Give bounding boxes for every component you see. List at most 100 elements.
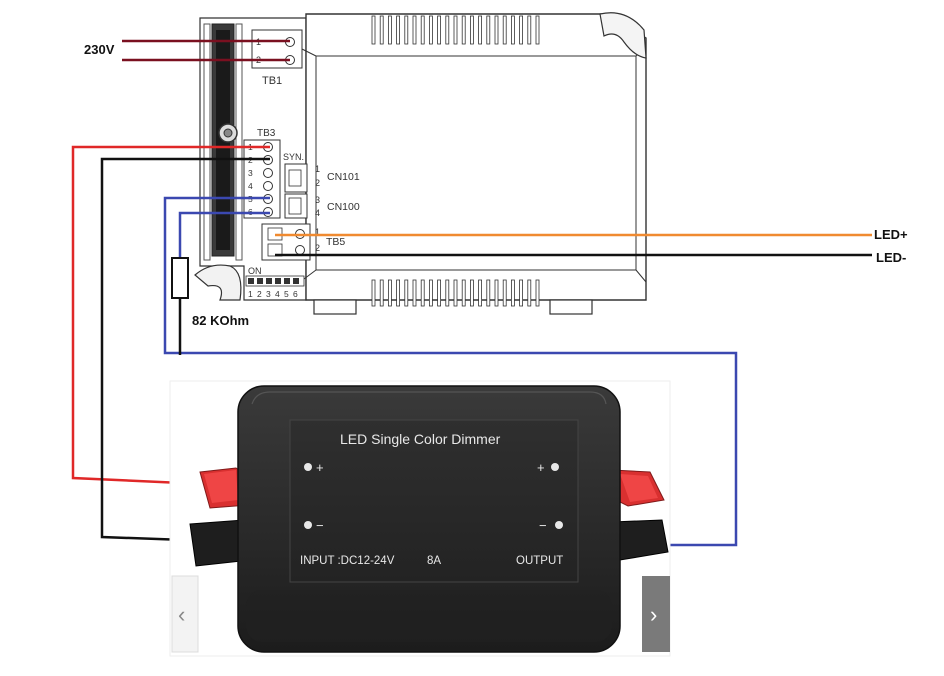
blue-wire xyxy=(163,196,738,547)
vent-slot xyxy=(428,15,433,45)
vent-slot xyxy=(478,15,483,45)
vent-slot xyxy=(510,279,515,307)
output-plus-sign: + xyxy=(537,460,545,475)
vent-slot xyxy=(519,279,523,307)
dip-pin-5: 5 xyxy=(284,289,289,299)
vent-slot xyxy=(469,15,474,45)
cn100-label: CN100 xyxy=(327,201,360,213)
dip-pin-3: 3 xyxy=(266,289,271,299)
vent-slot xyxy=(371,15,376,45)
vent-slot xyxy=(387,279,392,307)
tb3-pin-3: 3 xyxy=(248,168,253,178)
tb1-label: TB1 xyxy=(262,75,282,87)
cn100-pin-4: 4 xyxy=(315,208,320,218)
tb5-pin-1: 1 xyxy=(315,227,320,237)
vent-slot xyxy=(437,15,442,45)
led-plus-label: LED+ xyxy=(874,227,908,242)
vent-slot xyxy=(469,279,474,307)
vent-slot xyxy=(412,279,417,307)
cn100-pin-3: 3 xyxy=(315,195,320,205)
dip-pin-2: 2 xyxy=(257,289,262,299)
vent-slot xyxy=(379,15,384,45)
dip-pin-1: 1 xyxy=(248,289,253,299)
vent-slot xyxy=(453,15,458,45)
vent-slot xyxy=(502,279,507,307)
red-wire xyxy=(71,145,270,488)
vent-slot xyxy=(387,15,392,45)
vent-slot xyxy=(461,279,466,307)
tb3-terminal xyxy=(263,168,273,178)
vent-slot xyxy=(510,15,515,45)
input-plus-dot xyxy=(304,463,312,471)
tb3-pin-4: 4 xyxy=(248,181,253,191)
vent-slot xyxy=(502,15,507,45)
vent-slot xyxy=(535,279,540,307)
syn-label: SYN. xyxy=(283,152,304,162)
vent-slot xyxy=(527,15,532,45)
vent-top xyxy=(371,15,540,45)
cn101-label: CN101 xyxy=(327,171,360,183)
dip-toggle[interactable] xyxy=(266,278,272,284)
tb5-label: TB5 xyxy=(326,236,345,248)
tb3-terminal xyxy=(263,181,273,191)
vent-slot xyxy=(420,15,425,45)
vent-slot xyxy=(404,279,409,307)
chevron-right-icon: › xyxy=(650,602,657,627)
output-plus-dot xyxy=(551,463,559,471)
input-plus-sign: + xyxy=(316,460,324,475)
vent-slot xyxy=(478,279,483,307)
vent-slot xyxy=(428,279,433,307)
dimmer-title: LED Single Color Dimmer xyxy=(340,431,501,447)
cn101-pin-2: 2 xyxy=(315,178,320,188)
vent-slot xyxy=(486,15,491,45)
vent-slot xyxy=(412,15,417,45)
dip-toggle[interactable] xyxy=(284,278,290,284)
input-minus-dot xyxy=(304,521,312,529)
carousel-next-button[interactable]: › xyxy=(642,576,670,652)
dimmer-input-spec: INPUT :DC12-24V xyxy=(300,555,395,567)
vent-slot xyxy=(371,279,376,307)
vent-slot xyxy=(445,15,450,45)
vent-slot xyxy=(445,279,450,307)
dip-on-label: ON xyxy=(248,266,262,276)
vent-slot xyxy=(494,15,499,45)
led-minus-label: LED- xyxy=(876,250,906,265)
dip-toggle[interactable] xyxy=(275,278,281,284)
output-minus-dot xyxy=(555,521,563,529)
vent-slot xyxy=(527,279,532,307)
dimmer-photo xyxy=(169,380,671,657)
vent-slot xyxy=(379,279,384,307)
dip-toggle[interactable] xyxy=(248,278,254,284)
mains-label: 230V xyxy=(84,42,115,57)
vent-slot xyxy=(453,279,458,307)
resistor-label: 82 KOhm xyxy=(192,313,249,328)
vent-slot xyxy=(494,279,499,307)
chevron-left-icon: ‹ xyxy=(178,602,185,627)
resistor xyxy=(171,257,189,299)
dip-toggle[interactable] xyxy=(293,278,299,284)
vent-slot xyxy=(437,279,442,307)
output-minus-sign: − xyxy=(539,518,547,533)
vent-slot xyxy=(486,279,491,307)
tb3-label: TB3 xyxy=(257,128,276,139)
input-minus-sign: − xyxy=(316,518,324,533)
vent-bottom xyxy=(371,279,540,307)
tb5-pin-2: 2 xyxy=(315,243,320,253)
vent-slot xyxy=(396,15,401,45)
vent-slot xyxy=(396,279,401,307)
dimmer-current: 8A xyxy=(427,555,441,567)
vent-slot xyxy=(420,279,425,307)
carousel-prev-button[interactable]: ‹ xyxy=(171,575,199,653)
vent-slot xyxy=(461,15,466,45)
dimmer-output-label: OUTPUT xyxy=(516,555,563,567)
dip-toggle[interactable] xyxy=(257,278,263,284)
vent-slot xyxy=(404,15,409,45)
blue-wire-resistor xyxy=(178,211,270,258)
dip-pin-6: 6 xyxy=(293,289,298,299)
dip-pin-4: 4 xyxy=(275,289,280,299)
vent-slot xyxy=(535,15,540,45)
vent-slot xyxy=(519,15,523,45)
